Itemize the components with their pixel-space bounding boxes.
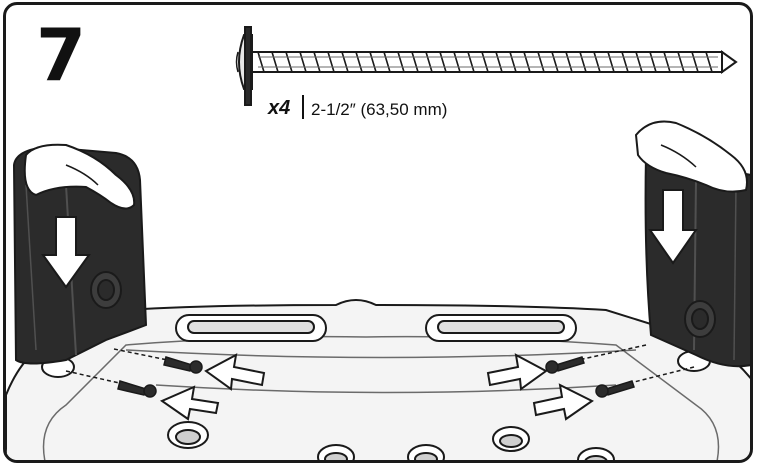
screw-right-lower: [595, 366, 695, 398]
insert-arrow-left-upper: [204, 353, 266, 391]
quantity-label: x4: [268, 97, 291, 119]
step-frame: 7 x4 2-1/2″ (63,50 mm): [3, 2, 753, 463]
push-down-arrow-left: [41, 216, 91, 289]
insert-arrow-right-lower: [532, 383, 594, 421]
screw-icon: [235, 26, 738, 106]
left-hand-icon: [23, 143, 136, 210]
step-number: 7: [36, 13, 87, 97]
screw-right-upper: [545, 344, 647, 374]
screw-size-label: 2-1/2″ (63,50 mm): [311, 100, 448, 119]
bench-base: [6, 299, 750, 460]
push-down-arrow-right: [648, 189, 698, 265]
insert-arrow-left-lower: [159, 385, 220, 421]
screw-left-upper: [113, 348, 203, 374]
assembly-illustration: [6, 26, 750, 460]
right-hand-icon: [634, 120, 748, 193]
screw-left-lower: [65, 370, 157, 398]
label-separator: [302, 95, 304, 119]
insert-arrow-right-upper: [486, 353, 548, 391]
